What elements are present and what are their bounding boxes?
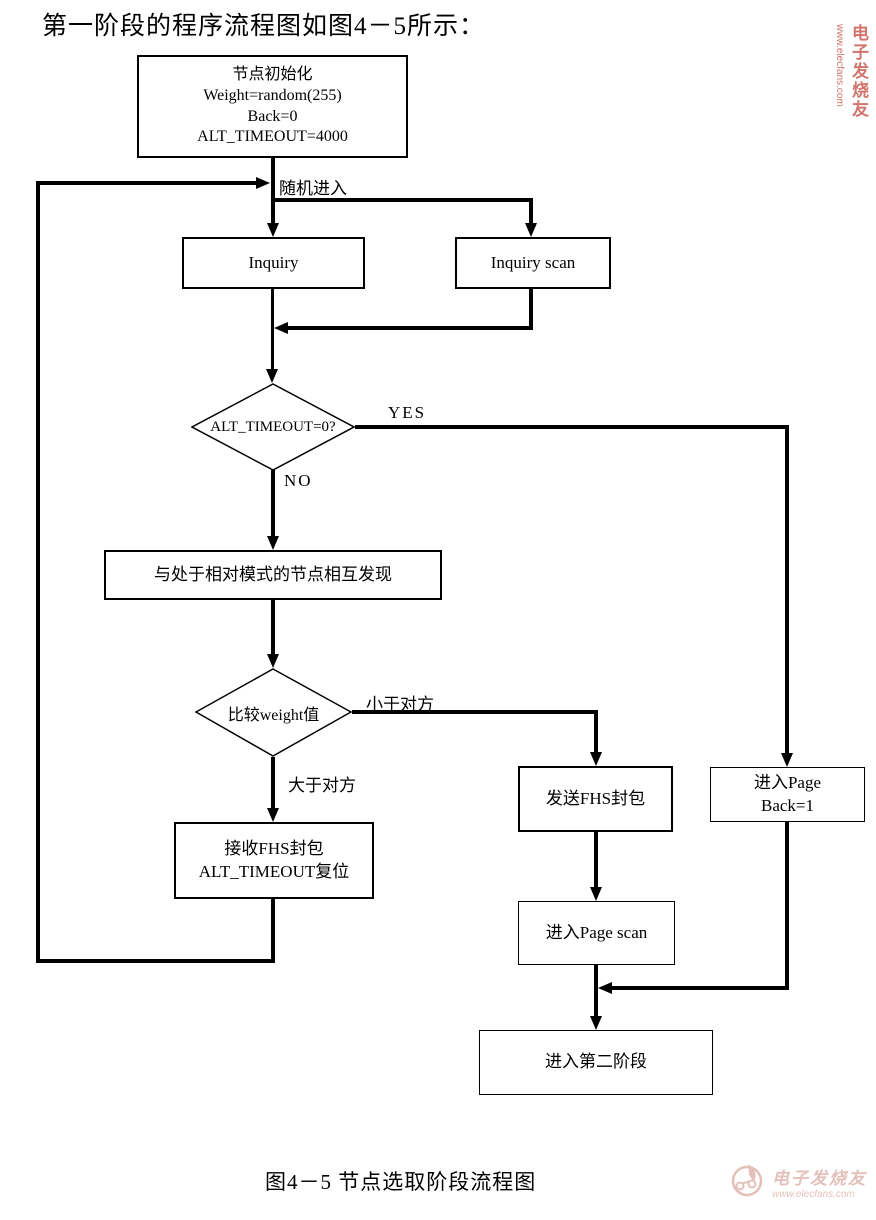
diamond-shape xyxy=(195,668,352,757)
watermark-bottom-right: 电子发烧友 www.elecfans.com xyxy=(728,1160,867,1203)
watermark-brand: 电子发烧友 xyxy=(849,24,868,119)
edge-label-no: NO xyxy=(284,471,313,490)
node-receive-fhs-line2: ALT_TIMEOUT复位 xyxy=(198,861,350,881)
node-send-fhs-label: 发送FHS封包 xyxy=(545,788,646,808)
connector-inquiryscan-down xyxy=(529,198,533,223)
connector-discovery-down xyxy=(271,600,275,654)
edge-label-greater-than: 大于对方 xyxy=(288,776,356,795)
node-receive-fhs-line1: 接收FHS封包 xyxy=(224,839,324,859)
arrowhead-into-decision1 xyxy=(266,369,278,383)
node-init-line3: Back=0 xyxy=(247,107,298,125)
node-compare-weight: 比较weight值 xyxy=(195,668,352,757)
page-title: 第一阶段的程序流程图如图4－5所示： xyxy=(42,13,486,40)
node-enter-page: 进入Page Back=1 xyxy=(710,767,865,822)
connector-greater-v xyxy=(271,757,275,808)
edge-label-less-than: 小于对方 xyxy=(366,695,434,714)
node-init-line1: 节点初始化 xyxy=(232,65,313,83)
arrowhead-into-phase2 xyxy=(590,1016,602,1030)
node-alt-timeout-label: ALT_TIMEOUT=0? xyxy=(210,418,336,435)
figure-caption: 图4－5 节点选取阶段流程图 xyxy=(265,1170,537,1194)
node-inquiry-label: Inquiry xyxy=(248,252,299,272)
node-inquiry: Inquiry xyxy=(182,237,365,289)
node-enter-phase2: 进入第二阶段 xyxy=(479,1030,713,1095)
connector-enterpage-h xyxy=(610,986,789,990)
node-inquiry-scan: Inquiry scan xyxy=(455,237,611,289)
node-send-fhs: 发送FHS封包 xyxy=(518,766,673,832)
arrowhead-into-page-scan xyxy=(590,887,602,901)
node-compare-weight-label: 比较weight值 xyxy=(227,706,320,724)
connector-less-h xyxy=(352,710,598,714)
connector-init-down xyxy=(271,158,275,223)
connector-branch-right xyxy=(271,198,533,202)
arrowhead-into-inquiry-scan xyxy=(525,223,537,237)
node-init: 节点初始化 Weight=random(255) Back=0 ALT_TIME… xyxy=(137,55,408,158)
connector-less-v xyxy=(594,710,598,752)
node-enter-page-line1: 进入Page xyxy=(753,773,822,793)
connector-no-v xyxy=(271,470,275,536)
arrowhead-into-send-fhs xyxy=(590,752,602,766)
arrowhead-into-receive-fhs xyxy=(267,808,279,822)
watermark-top-right: www.elecfans.com 电子发烧友 xyxy=(834,24,871,119)
edge-label-random-entry: 随机进入 xyxy=(279,179,347,198)
node-receive-fhs: 接收FHS封包 ALT_TIMEOUT复位 xyxy=(174,822,374,899)
watermark-brand: 电子发烧友 xyxy=(772,1168,867,1188)
diamond-shape xyxy=(191,383,355,471)
connector-yes-v xyxy=(785,425,789,753)
watermark-url: www.elecfans.com xyxy=(772,1188,855,1200)
connector-loop-left xyxy=(36,181,40,963)
arrowhead-loop-return xyxy=(256,177,270,189)
connector-inquiryscan-join-h xyxy=(288,326,533,330)
elecfans-logo-icon xyxy=(728,1160,766,1203)
connector-pagescan-down xyxy=(594,965,598,1016)
node-enter-phase2-label: 进入第二阶段 xyxy=(545,1052,647,1072)
node-enter-page-scan-label: 进入Page scan xyxy=(545,922,648,942)
node-enter-page-line2: Back=1 xyxy=(760,795,815,815)
node-enter-page-scan: 进入Page scan xyxy=(518,901,675,965)
connector-yes-h xyxy=(355,425,789,429)
arrowhead-into-discovery xyxy=(267,536,279,550)
node-discovery: 与处于相对模式的节点相互发现 xyxy=(104,550,442,600)
arrowhead-join-inquiry xyxy=(274,322,288,334)
connector-send-down xyxy=(594,832,598,887)
connector-loop-bottom xyxy=(36,959,275,963)
edge-label-yes: YES xyxy=(388,403,427,422)
node-init-line2: Weight=random(255) xyxy=(203,86,342,104)
connector-enterpage-v xyxy=(785,822,789,990)
arrowhead-into-inquiry xyxy=(267,223,279,237)
arrowhead-join-page xyxy=(598,982,612,994)
connector-loop-top xyxy=(36,181,257,185)
connector-inquiryscan-join-v xyxy=(529,289,533,330)
node-discovery-label: 与处于相对模式的节点相互发现 xyxy=(154,564,392,584)
arrowhead-into-decision2 xyxy=(267,654,279,668)
node-alt-timeout-decision: ALT_TIMEOUT=0? xyxy=(191,383,355,471)
node-init-line4: ALT_TIMEOUT=4000 xyxy=(197,128,348,146)
connector-inquiry-down xyxy=(271,289,274,369)
watermark-url: www.elecfans.com xyxy=(834,24,845,107)
node-inquiry-scan-label: Inquiry scan xyxy=(490,252,576,272)
arrowhead-into-enter-page xyxy=(781,753,793,767)
connector-receive-to-loop xyxy=(271,899,275,963)
